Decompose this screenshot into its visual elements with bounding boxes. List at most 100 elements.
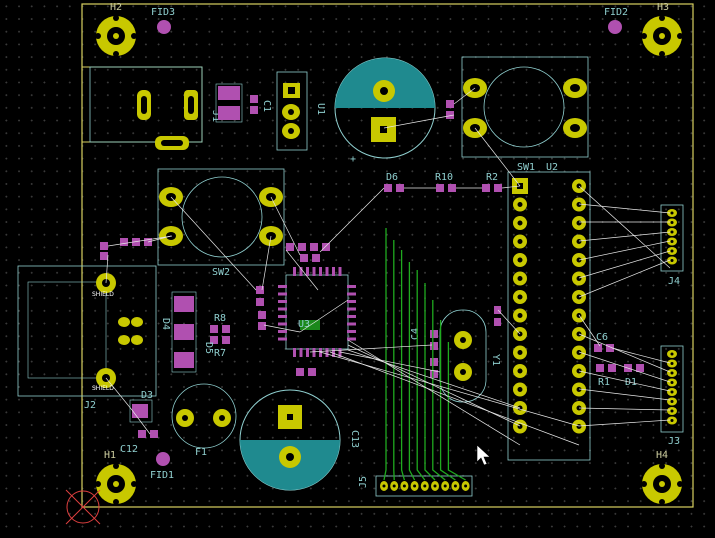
- u3-pin[interactable]: [347, 337, 356, 341]
- u3-pin[interactable]: [278, 330, 287, 333]
- pad-r4-2[interactable]: [256, 298, 264, 306]
- ref-r10: R10: [435, 172, 453, 183]
- mounting-hole-h1[interactable]: H1: [95, 450, 137, 505]
- footprint-j4-header[interactable]: J4: [660, 204, 684, 287]
- pad-r3-1[interactable]: [120, 238, 128, 246]
- pad-r5-2[interactable]: [258, 322, 266, 330]
- copper-trace[interactable]: [383, 228, 387, 481]
- footprint-u1-regulator[interactable]: U1: [276, 71, 326, 151]
- footprint-c1[interactable]: C1: [215, 83, 272, 123]
- u3-pin[interactable]: [325, 348, 329, 357]
- u3-pin[interactable]: [278, 292, 287, 296]
- copper-trace[interactable]: [432, 300, 446, 481]
- u3-pin[interactable]: [293, 267, 296, 276]
- footprint-j1-barrel-jack[interactable]: J1: [81, 66, 221, 150]
- u3-pin[interactable]: [299, 348, 303, 357]
- fiducial-fid1[interactable]: FID1: [150, 452, 174, 481]
- u3-pin[interactable]: [332, 348, 335, 357]
- u3-pin[interactable]: [312, 267, 316, 276]
- pad-c3-1[interactable]: [286, 243, 294, 251]
- pad-r5-1[interactable]: [258, 311, 266, 319]
- pad-c10-1[interactable]: [296, 368, 304, 376]
- copper-trace[interactable]: [424, 283, 436, 481]
- ref-u3: U3: [298, 319, 310, 330]
- u3-pin[interactable]: [278, 307, 287, 311]
- u3-pin[interactable]: [299, 267, 303, 276]
- footprint-r1[interactable]: R1: [596, 364, 616, 388]
- footprint-y1-crystal[interactable]: Y1: [439, 309, 501, 403]
- fiducial-fid3[interactable]: FID3: [151, 7, 175, 34]
- pad-c5-1[interactable]: [430, 358, 438, 366]
- ref-d5: D5: [203, 342, 214, 354]
- footprint-j2-usb[interactable]: SHIELD SHIELD J2: [17, 265, 157, 411]
- fiducial-fid2[interactable]: FID2: [604, 7, 628, 34]
- footprint-j3-header[interactable]: J3: [660, 345, 684, 447]
- footprint-d3[interactable]: D3: [129, 390, 153, 423]
- copper-trace[interactable]: [400, 250, 406, 481]
- copper-trace[interactable]: [439, 320, 456, 481]
- footprint-c12[interactable]: C12: [120, 430, 158, 455]
- footprint-r2[interactable]: R2: [482, 172, 502, 192]
- pad-c8-2[interactable]: [322, 243, 330, 251]
- pad-c10-2[interactable]: [308, 368, 316, 376]
- mounting-hole-h2[interactable]: H2: [95, 2, 137, 57]
- pad-c7-2[interactable]: [494, 318, 501, 326]
- copper-trace[interactable]: [447, 342, 466, 481]
- mounting-hole-h4[interactable]: H4: [641, 450, 683, 505]
- u3-pin[interactable]: [347, 300, 356, 303]
- u2-pin-group: [512, 178, 586, 434]
- pad-c9-2[interactable]: [312, 254, 320, 262]
- u3-pin[interactable]: [347, 330, 356, 333]
- u3-pin[interactable]: [319, 267, 322, 276]
- u3-pin[interactable]: [278, 337, 287, 341]
- footprint-d4[interactable]: D4: [160, 291, 197, 373]
- pad-c2-1[interactable]: [446, 100, 454, 108]
- footprint-c4[interactable]: C4: [410, 328, 438, 350]
- pad-c8-1[interactable]: [310, 243, 318, 251]
- pad-r4-1[interactable]: [256, 286, 264, 294]
- u3-pin[interactable]: [325, 267, 329, 276]
- footprint-c13-electrolytic[interactable]: C13: [239, 389, 360, 491]
- u3-pin[interactable]: [338, 348, 342, 357]
- pad-r9-1[interactable]: [100, 242, 108, 250]
- footprint-r8-r7[interactable]: R8 R7 D5: [203, 313, 230, 359]
- pad-c2-2[interactable]: [446, 111, 454, 119]
- u3-pin[interactable]: [278, 300, 287, 303]
- pad-c3-2[interactable]: [298, 243, 306, 251]
- footprint-sw2-pushbutton[interactable]: SW2: [157, 168, 285, 278]
- u3-pin[interactable]: [338, 267, 342, 276]
- u3-pin[interactable]: [278, 322, 287, 326]
- u3-pin[interactable]: [306, 267, 309, 276]
- copper-trace[interactable]: [416, 270, 426, 481]
- u3-pin[interactable]: [347, 307, 356, 311]
- u3-pin[interactable]: [347, 292, 356, 296]
- u3-pin[interactable]: [347, 285, 356, 288]
- footprint-r10[interactable]: R10: [435, 172, 456, 192]
- pad-c9-1[interactable]: [300, 254, 308, 262]
- footprint-u3-qfp32[interactable]: U3: [278, 267, 356, 357]
- u3-pin[interactable]: [306, 348, 309, 357]
- u3-pin[interactable]: [278, 315, 287, 318]
- pad-r3-2[interactable]: [132, 238, 140, 246]
- footprint-j5-header[interactable]: J5: [358, 475, 473, 497]
- copper-trace[interactable]: [408, 262, 416, 481]
- pad-r9-2[interactable]: [100, 252, 108, 260]
- u3-pin[interactable]: [293, 348, 296, 357]
- u3-pin[interactable]: [312, 348, 316, 357]
- footprint-f1[interactable]: F1: [171, 383, 237, 458]
- footprint-c6[interactable]: C6: [594, 332, 614, 352]
- u3-pin[interactable]: [347, 322, 356, 326]
- copper-traces[interactable]: [383, 228, 466, 481]
- pad-c7-1[interactable]: [494, 306, 501, 314]
- u3-pin[interactable]: [278, 285, 287, 288]
- u3-pin[interactable]: [332, 267, 335, 276]
- footprint-sw1-pushbutton[interactable]: SW1: [461, 56, 589, 173]
- u3-pin[interactable]: [347, 315, 356, 318]
- footprint-u2-dip28[interactable]: U2: [507, 162, 591, 461]
- footprint-d6[interactable]: D6: [384, 172, 404, 192]
- pad-c5-2[interactable]: [430, 370, 438, 378]
- footprint-electrolytic-cap-top[interactable]: +: [334, 57, 436, 165]
- mounting-hole-h3[interactable]: H3: [641, 2, 683, 57]
